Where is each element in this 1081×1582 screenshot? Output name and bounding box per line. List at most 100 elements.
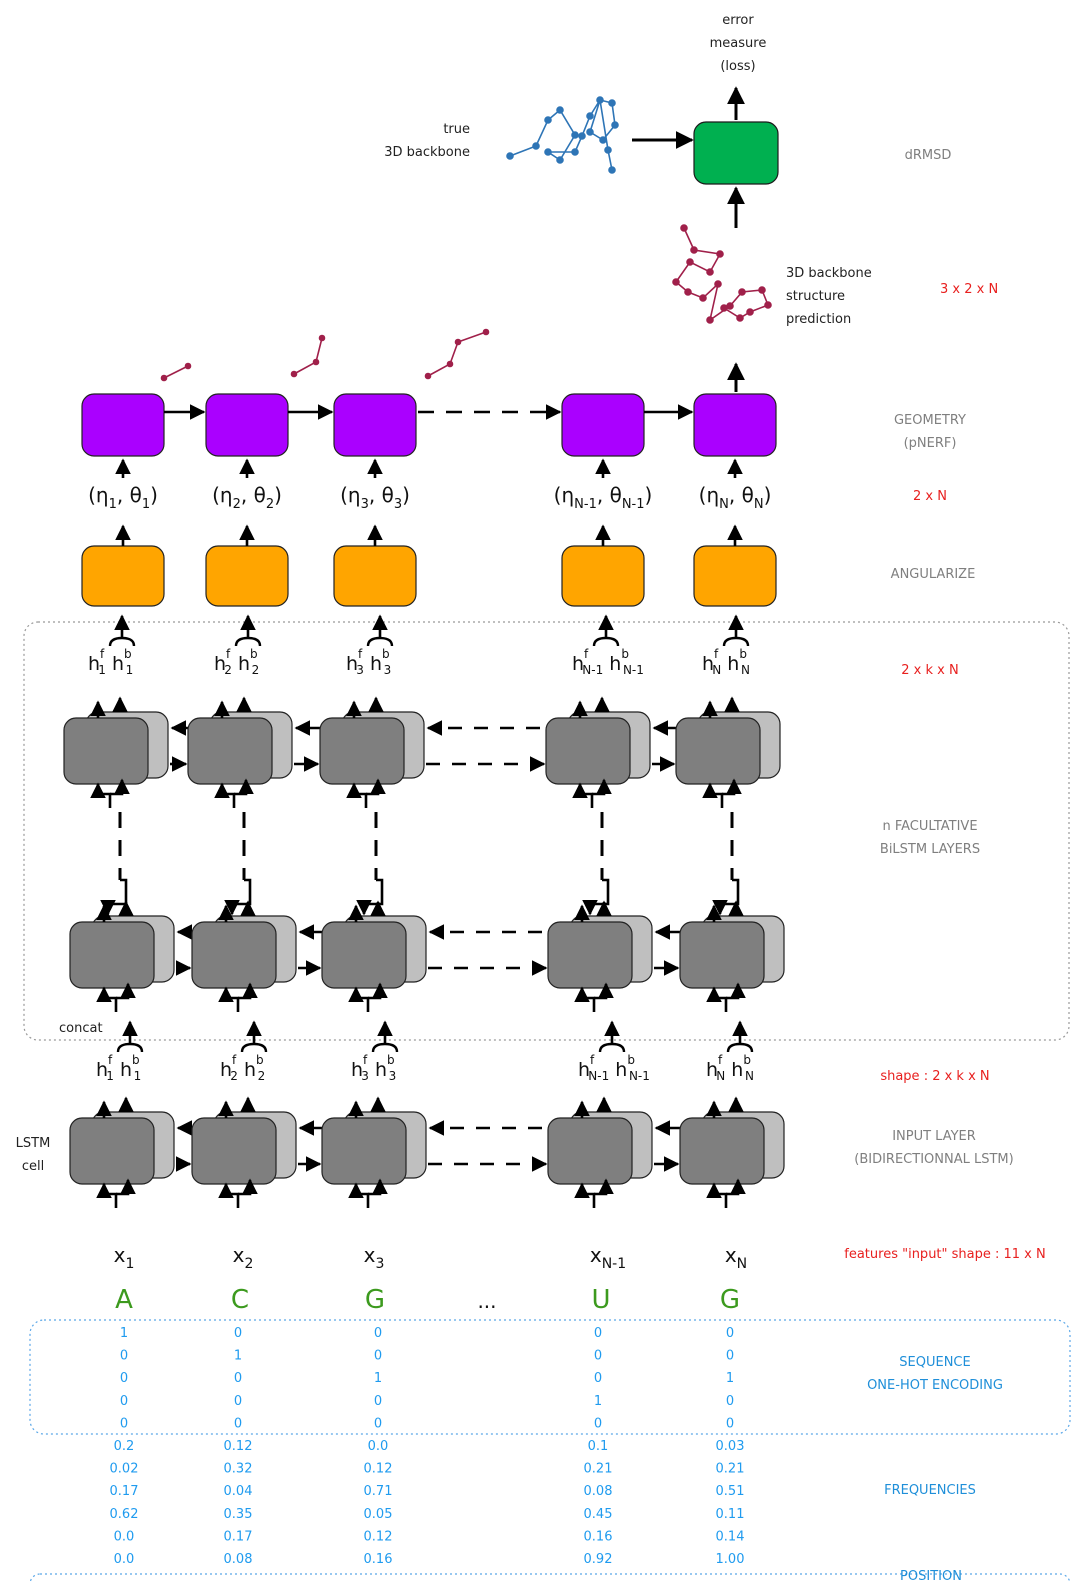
predicted-backbone-structure bbox=[672, 224, 772, 324]
nucleotide-1: A bbox=[115, 1285, 133, 1315]
input-layer-label-line1: INPUT LAYER bbox=[892, 1129, 976, 1144]
geometry-row bbox=[81, 393, 777, 457]
lstm-input-arrow-backward bbox=[592, 778, 612, 796]
one-hot-cell: 0 bbox=[374, 1416, 382, 1431]
one-hot-cell: 0 bbox=[594, 1416, 602, 1431]
frequency-cell: 0.17 bbox=[224, 1529, 253, 1544]
frequency-cell: 0.21 bbox=[584, 1462, 613, 1477]
sequence-label-line2: ONE-HOT ENCODING bbox=[867, 1378, 1003, 1393]
geometry-block-1 bbox=[81, 393, 165, 457]
geometry-label-line2: (pNERF) bbox=[904, 436, 957, 451]
prediction-label-line2: structure bbox=[786, 289, 845, 304]
true-backbone-label-line2: 3D backbone bbox=[384, 145, 470, 160]
one-hot-cell: 1 bbox=[726, 1371, 734, 1386]
layer-input-arrow bbox=[356, 878, 384, 916]
input-x-2: x2 bbox=[233, 1243, 254, 1272]
position-cell: 1.00 bbox=[716, 1552, 745, 1567]
prediction-label-line1: 3D backbone bbox=[786, 266, 872, 281]
drmsd-label: dRMSD bbox=[905, 148, 952, 163]
one-hot-cell: 0 bbox=[594, 1371, 602, 1386]
frequency-cell: 0.14 bbox=[716, 1529, 745, 1544]
lstm-input-arrow-forward bbox=[702, 782, 724, 808]
sequence-label-line1: SEQUENCE bbox=[899, 1355, 970, 1370]
lstm-forward-cell bbox=[321, 921, 407, 989]
concat-brace bbox=[592, 636, 620, 647]
lstm-input-arrow-forward bbox=[706, 1182, 728, 1208]
one-hot-cell: 0 bbox=[726, 1326, 734, 1341]
concat-label: concat bbox=[59, 1021, 103, 1036]
sequence-ellipsis: ... bbox=[477, 1289, 496, 1313]
frequency-cell: 0.45 bbox=[584, 1507, 613, 1522]
prediction-shape-label: 3 x 2 x N bbox=[940, 282, 998, 297]
lstm-input-arrow-backward bbox=[726, 982, 746, 1000]
one-hot-cell: 0 bbox=[726, 1394, 734, 1409]
position-region bbox=[29, 1573, 1071, 1582]
nucleotide-n: G bbox=[720, 1285, 740, 1315]
frequency-cell: 0.12 bbox=[364, 1462, 393, 1477]
frequency-cell: 0.05 bbox=[364, 1507, 393, 1522]
geometry-block-n bbox=[693, 393, 777, 457]
concat-brace bbox=[722, 636, 750, 647]
one-hot-cell: 0 bbox=[234, 1394, 242, 1409]
lstm-input-arrow-backward bbox=[368, 982, 388, 1000]
frequency-cell: 0.35 bbox=[224, 1507, 253, 1522]
layer-input-arrow bbox=[712, 878, 740, 916]
position-cell: 0.92 bbox=[584, 1552, 613, 1567]
input-x-3: x3 bbox=[364, 1243, 385, 1272]
one-hot-cell: 0 bbox=[234, 1371, 242, 1386]
frequency-cell: 0.32 bbox=[224, 1462, 253, 1477]
lstm-input-arrow-backward bbox=[594, 982, 614, 1000]
geometry-block-3 bbox=[333, 393, 417, 457]
lstm-input-arrow-backward bbox=[116, 982, 136, 1000]
lstm-cell-label-line1: LSTM bbox=[16, 1136, 51, 1151]
lstm-forward-cell bbox=[547, 1117, 633, 1185]
shape-label: shape : 2 x k x N bbox=[880, 1069, 989, 1084]
lstm-forward-cell bbox=[69, 921, 155, 989]
lstm-input-arrow-forward bbox=[348, 1182, 370, 1208]
frequency-cell: 0.21 bbox=[716, 1462, 745, 1477]
one-hot-cell: 0 bbox=[120, 1371, 128, 1386]
frequency-cell: 0.04 bbox=[224, 1484, 253, 1499]
concat-brace bbox=[366, 636, 394, 647]
lstm-forward-cell bbox=[187, 717, 273, 785]
angularize-label: ANGULARIZE bbox=[891, 567, 976, 582]
one-hot-cell: 0 bbox=[374, 1394, 382, 1409]
lstm-input-arrow-backward bbox=[234, 778, 254, 796]
concat-brace bbox=[371, 1042, 399, 1053]
frequency-cell: 0.11 bbox=[716, 1507, 745, 1522]
lstm-forward-cell bbox=[545, 717, 631, 785]
angle-tuple-1: (η1, θ1) bbox=[88, 483, 158, 512]
frequency-cell: 0.62 bbox=[110, 1507, 139, 1522]
one-hot-cell: 1 bbox=[234, 1349, 242, 1364]
input-x-1: x1 bbox=[114, 1243, 135, 1272]
lstm-input-arrow-forward bbox=[218, 986, 240, 1012]
one-hot-cell: 0 bbox=[726, 1349, 734, 1364]
lstm-input-arrow-forward bbox=[96, 1182, 118, 1208]
nucleotide-n-1: U bbox=[591, 1285, 610, 1315]
input-lstm-row bbox=[69, 1096, 785, 1208]
error-measure-label-line1: error bbox=[722, 13, 754, 28]
frequencies-label: FREQUENCIES bbox=[884, 1483, 976, 1498]
one-hot-cell: 0 bbox=[726, 1416, 734, 1431]
concat-brace bbox=[598, 1042, 626, 1053]
one-hot-cell: 0 bbox=[594, 1326, 602, 1341]
layer-input-arrow bbox=[582, 878, 610, 916]
lstm-input-arrow-backward bbox=[116, 1178, 136, 1196]
one-hot-cell: 0 bbox=[120, 1349, 128, 1364]
facultative-lstm-row-bottom bbox=[69, 900, 785, 1012]
frequency-cell: 0.0 bbox=[368, 1439, 389, 1454]
geometry-block-2 bbox=[205, 393, 289, 457]
lstm-forward-cell bbox=[675, 717, 761, 785]
nucleotide-2: C bbox=[231, 1285, 249, 1315]
lstm-forward-cell bbox=[547, 921, 633, 989]
position-cell: 0.0 bbox=[114, 1552, 135, 1567]
